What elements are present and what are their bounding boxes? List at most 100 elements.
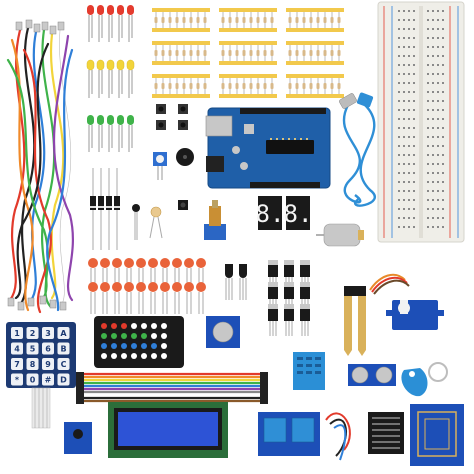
ultrasonic-sensor — [348, 364, 396, 386]
yellow-led-row — [86, 59, 135, 99]
red-led — [106, 4, 115, 43]
resistor-strip — [218, 40, 278, 66]
seven-segment-display-1: 8. — [256, 196, 285, 230]
keypad-key-label: 3 — [45, 329, 51, 338]
transistor — [238, 263, 248, 301]
transistor — [225, 264, 233, 300]
rfid-reader-module — [410, 404, 464, 466]
ir-remote-control — [94, 316, 184, 368]
push-button — [178, 104, 188, 114]
ceramic-capacitor — [147, 281, 159, 315]
rtc-module — [206, 316, 240, 348]
green-led — [87, 115, 94, 152]
ceramic-capacitor — [99, 281, 111, 315]
red-led — [116, 4, 125, 43]
yellow-led — [86, 59, 95, 98]
keypad-key-label: 1 — [14, 329, 20, 338]
green-led — [126, 114, 135, 153]
servo-motor — [369, 273, 444, 330]
to92-transistors — [225, 263, 248, 301]
keypad-key — [42, 358, 54, 370]
yellow-led — [116, 59, 125, 99]
keypad-key — [26, 327, 39, 339]
dc-motor — [316, 223, 364, 247]
segment-digit: 8. — [284, 200, 313, 228]
thermistor — [132, 204, 140, 240]
breadboard — [377, 1, 465, 243]
keypad-key — [26, 342, 39, 355]
usb-cable — [339, 92, 376, 207]
diode — [97, 167, 105, 251]
yellow-led — [96, 59, 105, 99]
trimmer-potentiometer — [153, 152, 167, 180]
rfid-keyfob — [401, 362, 448, 397]
resistor-strip — [285, 73, 345, 99]
push-button — [156, 120, 166, 130]
loose-jumper-wires — [325, 412, 351, 461]
ceramic-capacitor — [135, 281, 147, 315]
keypad-key — [57, 342, 70, 355]
keypad-key-label: 7 — [14, 360, 20, 369]
keypad-key — [42, 342, 54, 355]
dht11-sensor — [293, 352, 325, 390]
green-led — [116, 114, 125, 153]
keypad-key-label: A — [60, 329, 67, 338]
yellow-led — [106, 59, 115, 99]
ceramic-capacitor — [111, 281, 123, 315]
keypad-key-label: 6 — [45, 345, 51, 354]
green-led — [96, 114, 105, 153]
keypad-key-label: B — [60, 345, 66, 354]
to220-components — [267, 259, 311, 337]
jumper-wire-bundle — [6, 19, 74, 314]
keypad-key — [26, 358, 39, 370]
keypad-key — [11, 358, 23, 370]
keypad-key-label: * — [15, 376, 20, 385]
keypad-key-label: C — [61, 360, 67, 369]
resistor-strips — [151, 7, 345, 99]
keypad-key — [57, 358, 70, 370]
ceramic-capacitor — [195, 281, 207, 315]
resistor-strip — [151, 73, 211, 99]
tact-switches — [156, 104, 188, 130]
ir-receiver — [178, 200, 188, 210]
soil-moisture-sensor — [344, 286, 366, 356]
resistor-strip — [285, 40, 345, 66]
rain-sensor — [368, 412, 404, 454]
red-led — [96, 4, 105, 43]
dupont-ribbon-cable — [76, 372, 268, 404]
rotary-potentiometer — [204, 200, 226, 240]
keypad-key — [42, 373, 54, 386]
keypad-key — [11, 342, 23, 355]
keypad-key-label: 0 — [30, 376, 36, 385]
ceramic-capacitor — [183, 281, 195, 315]
lcd-1602-display — [108, 402, 228, 458]
resistor-strip — [218, 73, 278, 99]
keypad-key-label: 5 — [30, 345, 36, 354]
relay-module — [258, 412, 320, 456]
photoresistor — [149, 206, 163, 239]
ceramic-capacitor — [159, 281, 171, 315]
keypad-key-label: # — [45, 376, 52, 385]
keypad-key — [11, 327, 23, 339]
keypad-key — [42, 327, 54, 339]
buzzer — [176, 148, 194, 166]
power-transistor — [283, 303, 295, 337]
resistor-strip — [218, 7, 278, 33]
keypad-key-label: 4 — [14, 345, 20, 354]
keypad-key — [11, 373, 23, 386]
resistor-strip — [152, 8, 210, 32]
red-led — [126, 4, 135, 43]
ceramic-capacitors — [87, 257, 207, 315]
diode — [113, 167, 121, 251]
segment-digit: 8. — [256, 200, 285, 228]
diodes — [90, 167, 121, 251]
keypad-key-label: D — [60, 376, 67, 385]
power-transistor — [267, 303, 279, 337]
keypad-key — [26, 373, 39, 386]
ceramic-capacitor — [171, 281, 183, 315]
diode — [90, 168, 96, 250]
